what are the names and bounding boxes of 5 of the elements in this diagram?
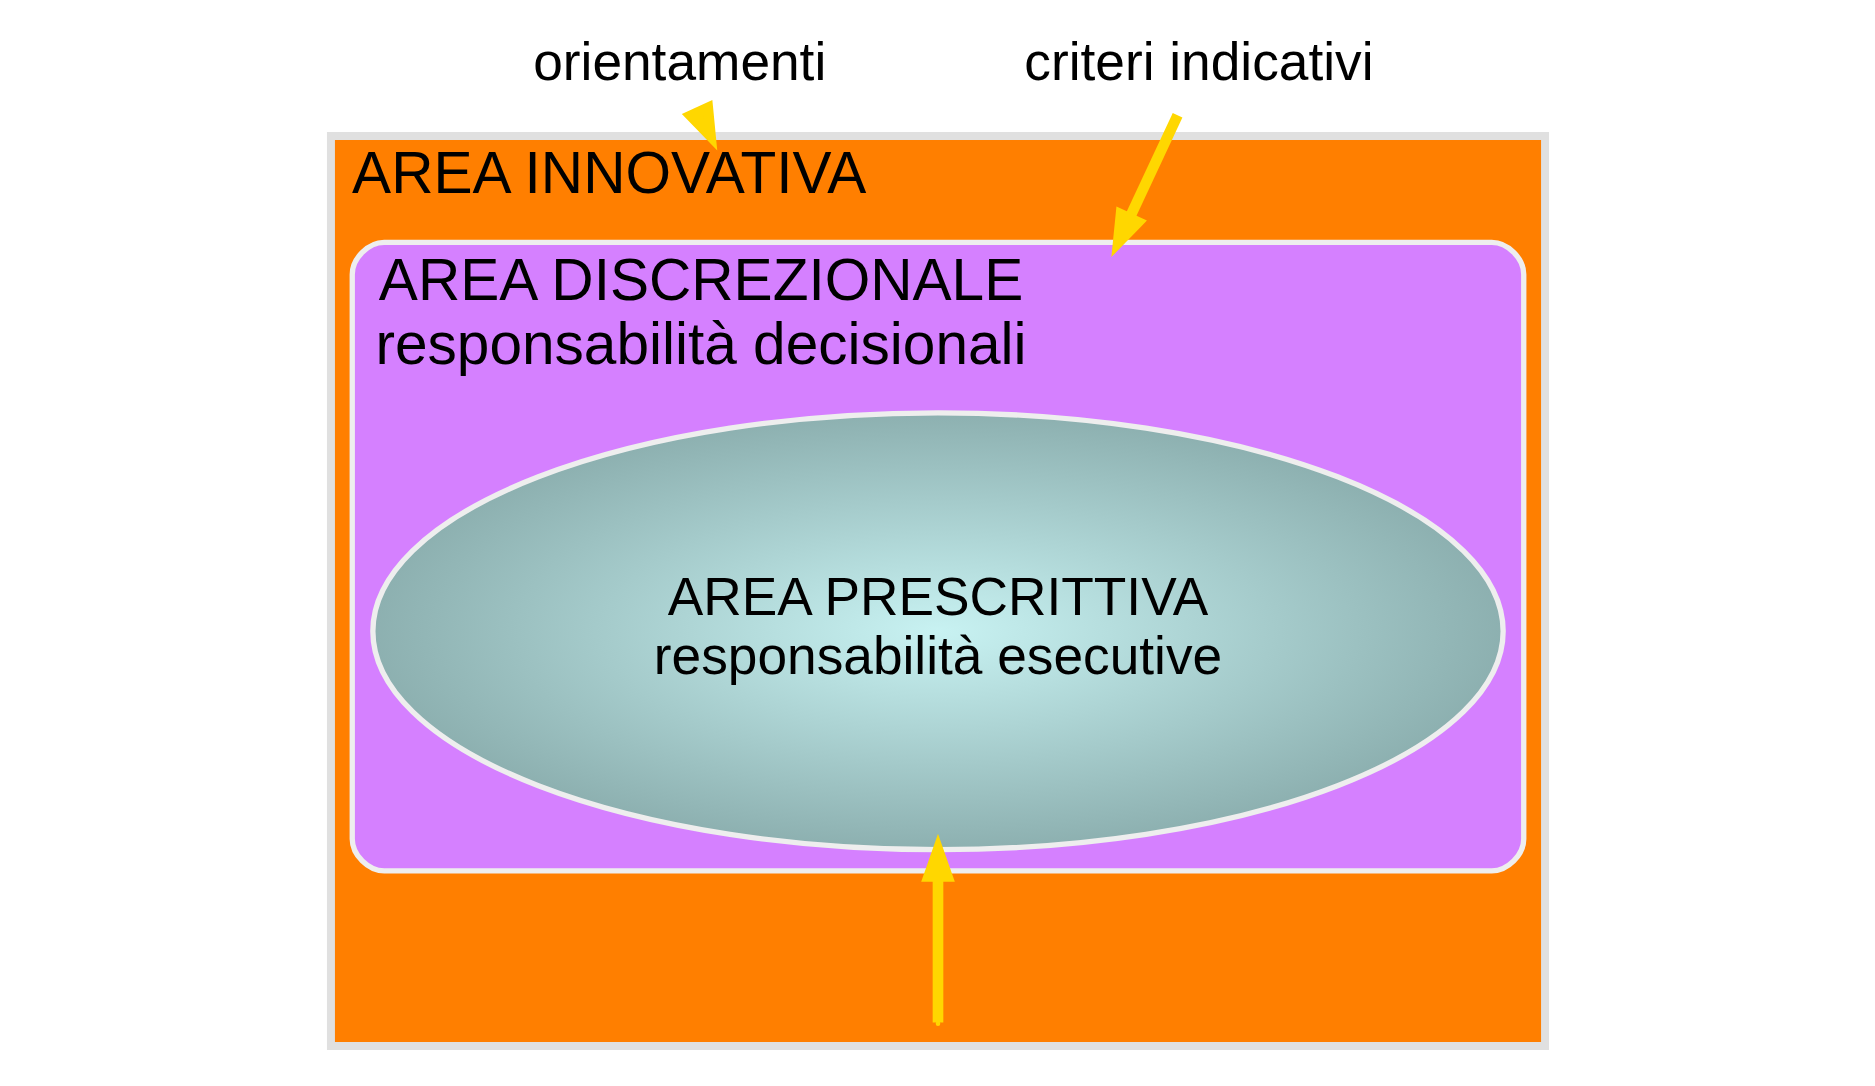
node-text: orientamenti bbox=[532, 32, 826, 92]
node-ellipse: AREA PRESCRITTIVA responsabilità esecutive bbox=[369, 410, 1506, 853]
node-text: criteri indicativi bbox=[1023, 32, 1374, 92]
arrow bbox=[681, 99, 717, 151]
arrow bbox=[920, 833, 955, 1023]
